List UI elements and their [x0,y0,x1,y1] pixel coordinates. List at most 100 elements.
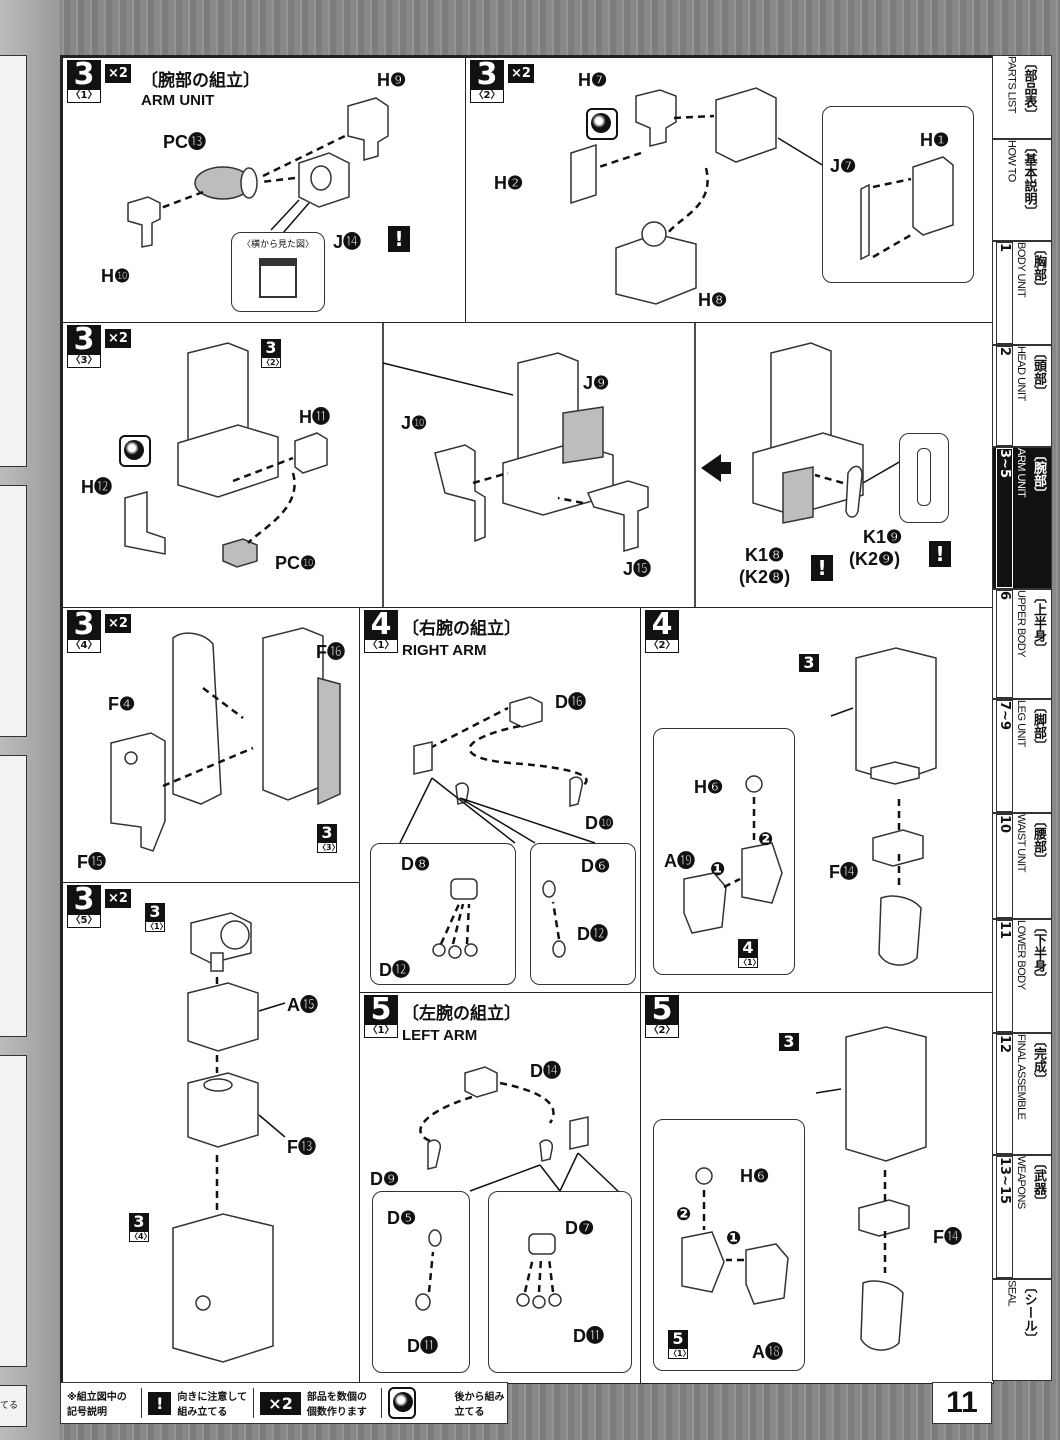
legend-text: 向きに注意して組み立てる [177,1392,248,1418]
part-label: H❽ [698,290,728,310]
step-3-5-panel: 3〈5〉 ×2 3〈1〉 A⓯ F⓭ 3〈4〉 [62,882,361,1384]
part-label: D⓮ [530,1061,561,1081]
times-two-badge: ×2 [105,614,131,633]
legend-heading: ※組立図中の記号説明 [67,1392,127,1418]
section-tab-bar: 〔部品表〕PARTS LIST 〔基本説明〕HOW TO 〔胸部〕BODY UN… [992,55,1052,1381]
part-label: K1❾ [863,527,903,547]
part-label: H❼ [578,70,608,90]
part-label: H❶ [920,130,950,150]
part-label: K1❽ [745,545,785,565]
detail-inset: D❺ D⓫ [372,1191,470,1373]
detail-inset: D❼ D⓫ [488,1191,632,1373]
prev-page-edge-text: てる [0,1385,27,1427]
part-diagram [399,696,596,844]
part-icon [917,448,931,506]
side-view-inset: 〈横から見た図〉 [231,232,325,312]
tab-how-to[interactable]: 〔基本説明〕HOW TO [992,139,1052,241]
step-3-2-panel: 3〈2〉 ×2 H❼ H❷ H❽ H❶ J❼ [465,57,994,324]
part-label: J⓯ [623,559,652,579]
step-3-3-panel: 3〈3〉 ×2 3〈2〉 [62,322,994,609]
part-diagram [419,1066,621,1194]
step-title-jp: 〔右腕の組立〕 [402,619,521,639]
part-label: F⓰ [316,642,345,662]
part-label: H❿ [101,266,131,286]
tab-seal[interactable]: 〔シール〕SEAL [992,1279,1052,1381]
part-label: PC⓭ [163,132,207,152]
tab-parts-list[interactable]: 〔部品表〕PARTS LIST [992,55,1052,139]
orientation-warning-icon: ! [929,541,951,567]
step-4-1-panel: 4〈1〉 〔右腕の組立〕 RIGHT ARM D⓰ D❿ D❽ D⓬ [359,607,642,994]
orientation-warning-icon: ! [811,555,833,581]
times-two-icon: ×2 [260,1391,301,1415]
part-label: H❾ [377,70,407,90]
step-number: 3〈5〉 [67,885,101,928]
step-ref-badge: 4〈1〉 [738,938,761,968]
step-order-badge: ❶ [710,859,726,880]
legend-text: 後から組み立てる [454,1392,505,1418]
part-label: F⓭ [287,1137,316,1157]
step-ref-badge: 3〈1〉 [145,902,168,932]
step-order-badge: ❷ [676,1204,692,1225]
part-label: PC❿ [275,553,317,573]
part-diagram [830,647,937,966]
part-label: D❽ [401,854,431,874]
part-diagram [570,87,825,305]
step-3-1-panel: 3〈1〉 ×2 〔腕部の組立〕 ARM UNIT H❾ PC⓭ J⓮ ! H❿ … [62,57,467,324]
step-4-2-panel: 4〈2〉 3 ❷ ❶ H❻ A⓳ 4〈1〉 F⓮ [640,607,994,994]
part-label: A⓲ [752,1342,783,1362]
part-label: H❷ [494,173,524,193]
step-ref-badge: 3 [779,1033,799,1051]
part-label: A⓯ [287,995,318,1015]
part-label: (K2❾) [849,549,901,569]
part-label: D⓫ [573,1326,604,1346]
part-label: D❾ [370,1169,400,1189]
detail-inset: ❷ ❶ H❻ A⓳ 4〈1〉 [653,728,795,975]
step-5-1-panel: 5〈1〉 〔左腕の組立〕 LEFT ARM D⓮ D❾ D❺ D⓫ [359,992,642,1384]
part-label: H⓫ [299,407,330,427]
part-diagram [110,627,341,852]
times-two-badge: ×2 [105,64,131,83]
part-label: J❾ [583,373,610,393]
legend-text: 部品を数個の個数作ります [306,1392,367,1418]
page-number: 11 [932,1382,992,1424]
assemble-later-icon [586,108,618,140]
detail-inset: ❷ ❶ H❻ A⓲ 5〈1〉 [653,1119,805,1371]
detail-inset: D❽ D⓬ [370,843,516,985]
step-title-en: LEFT ARM [402,1027,478,1044]
orientation-warning-icon: ! [388,226,410,252]
step-ref-badge: 3〈2〉 [261,338,284,368]
symbol-legend: ※組立図中の記号説明 ! 向きに注意して組み立てる ×2 部品を数個の個数作りま… [60,1382,508,1424]
prev-page-strip [0,55,27,467]
assemble-later-icon [387,1387,417,1419]
part-label: H❻ [694,777,724,797]
part-label: J⓮ [333,232,362,252]
step-number: 3〈1〉 [67,60,101,103]
step-ref-badge: 3〈3〉 [317,823,340,853]
step-ref-badge: 3 [799,654,819,672]
times-two-badge: ×2 [508,64,534,83]
step-number: 5〈2〉 [645,995,679,1038]
part-diagram [815,1026,927,1351]
part-label: H❻ [740,1166,770,1186]
part-label: H⓬ [81,477,112,497]
part-label: F⓮ [829,862,858,882]
detail-inset [822,106,974,283]
part-label: J❼ [830,156,857,176]
orientation-warning-icon: ! [148,1391,172,1415]
part-diagram [127,97,389,248]
step-title-jp: 〔左腕の組立〕 [402,1004,521,1024]
part-label: F⓯ [77,852,106,872]
step-ref-badge: 3〈4〉 [129,1212,152,1242]
prev-page-strip [0,755,27,1037]
prev-page-strip [0,485,27,737]
inset-caption: 〈横から見た図〉 [241,240,314,250]
